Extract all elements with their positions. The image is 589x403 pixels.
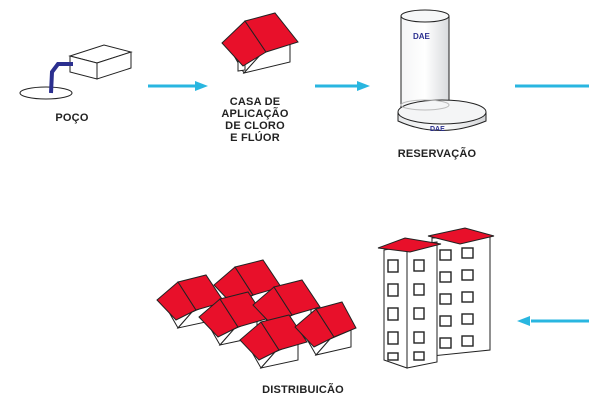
houses-icon: [156, 259, 357, 369]
label-casa-aplicacao: CASA DE APLICAÇÃO DE CLORO E FLÚOR: [210, 96, 300, 144]
arrow-house-to-tank: [315, 81, 370, 91]
label-casa-line-3: DE CLORO: [225, 120, 285, 132]
label-casa-line-1: CASA DE: [229, 96, 281, 108]
label-distribuicao: DISTRIBUICÃO: [262, 384, 344, 396]
tank-logo-base: DAE: [430, 126, 445, 133]
water-tank-icon: [397, 9, 487, 131]
arrow-into-distribution: [517, 316, 589, 326]
building-front: [377, 237, 442, 369]
label-casa-line-4: E FLÚOR: [230, 132, 280, 144]
treatment-house-icon: [221, 12, 299, 74]
house-6: [294, 301, 357, 356]
house-3: [198, 291, 267, 346]
arrow-well-to-house: [148, 81, 208, 91]
apartment-buildings-icon: [377, 227, 495, 369]
house-5: [239, 314, 308, 369]
label-reservacao: RESERVAÇÃO: [397, 148, 477, 160]
house-1: [156, 274, 225, 329]
flow-arrows: [148, 81, 589, 326]
label-poco: POÇO: [55, 112, 89, 124]
well-icon: [19, 44, 133, 100]
building-back: [427, 227, 495, 357]
label-casa-line-2: APLICAÇÃO: [221, 108, 289, 120]
tank-logo-top: DAE: [413, 32, 431, 41]
